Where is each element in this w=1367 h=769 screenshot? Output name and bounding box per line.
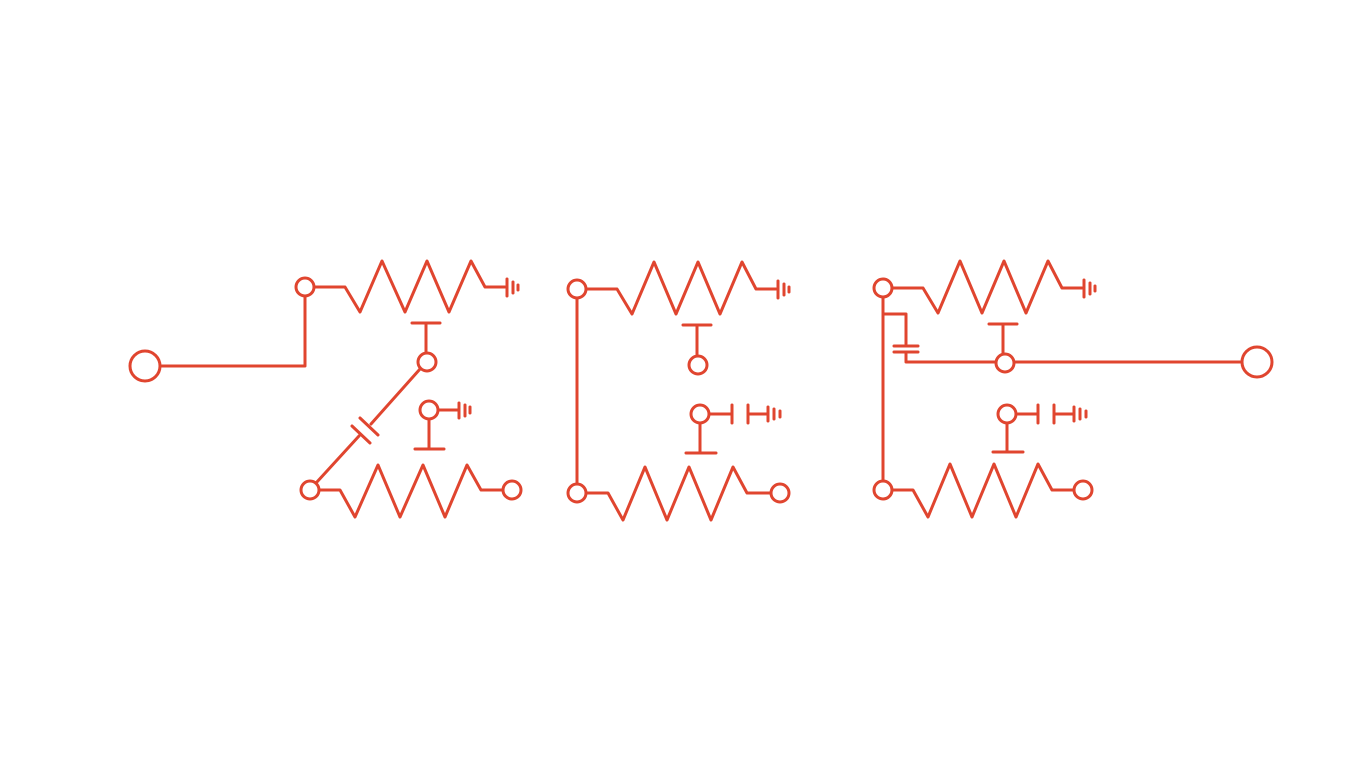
vertical-stub-mid <box>991 421 1025 454</box>
vertical-stub <box>681 323 713 358</box>
node-bottom-left <box>299 479 321 501</box>
resistor-top <box>890 259 1084 315</box>
vertical-stub <box>410 321 442 355</box>
glyph-z <box>128 259 523 519</box>
resistor-top <box>312 259 507 314</box>
glyph-e <box>566 260 791 522</box>
node-with-ground <box>418 399 440 421</box>
output-terminal <box>769 482 791 504</box>
glyph-e-2 <box>872 259 1274 519</box>
vertical-stub <box>987 322 1019 356</box>
vertical-stub-mid <box>684 421 718 455</box>
input-terminal <box>128 349 162 383</box>
node-top-left <box>294 276 316 298</box>
ground-symbol-top <box>776 279 791 300</box>
output-terminal <box>501 479 523 501</box>
capacitor-ground-branch <box>707 403 782 425</box>
node-top-left <box>566 278 588 300</box>
node-center <box>687 354 709 376</box>
output-big-terminal <box>1240 345 1274 379</box>
node-center <box>994 352 1016 374</box>
node-bottom-left <box>872 479 894 501</box>
ground-symbol-top <box>505 277 520 298</box>
resistor-top <box>584 260 778 316</box>
node-center <box>416 351 438 373</box>
input-wire <box>159 293 307 368</box>
node-with-capacitor-ground <box>996 403 1018 425</box>
vertical-stub-mid <box>413 417 446 451</box>
diagonal-wire <box>314 367 422 485</box>
capacitor-diagonal <box>350 416 380 445</box>
node-bottom-left <box>566 482 588 504</box>
resistor-bottom <box>584 465 773 522</box>
ground-symbol-top <box>1082 278 1097 299</box>
resistor-bottom <box>890 462 1076 519</box>
node-top-left <box>872 277 894 299</box>
ground-wire-mid <box>436 401 472 420</box>
resistor-bottom <box>317 463 505 519</box>
capacitor-branch <box>881 312 998 364</box>
output-terminal <box>1072 479 1094 501</box>
node-with-capacitor-ground <box>689 403 711 425</box>
capacitor-ground-branch <box>1014 403 1088 425</box>
